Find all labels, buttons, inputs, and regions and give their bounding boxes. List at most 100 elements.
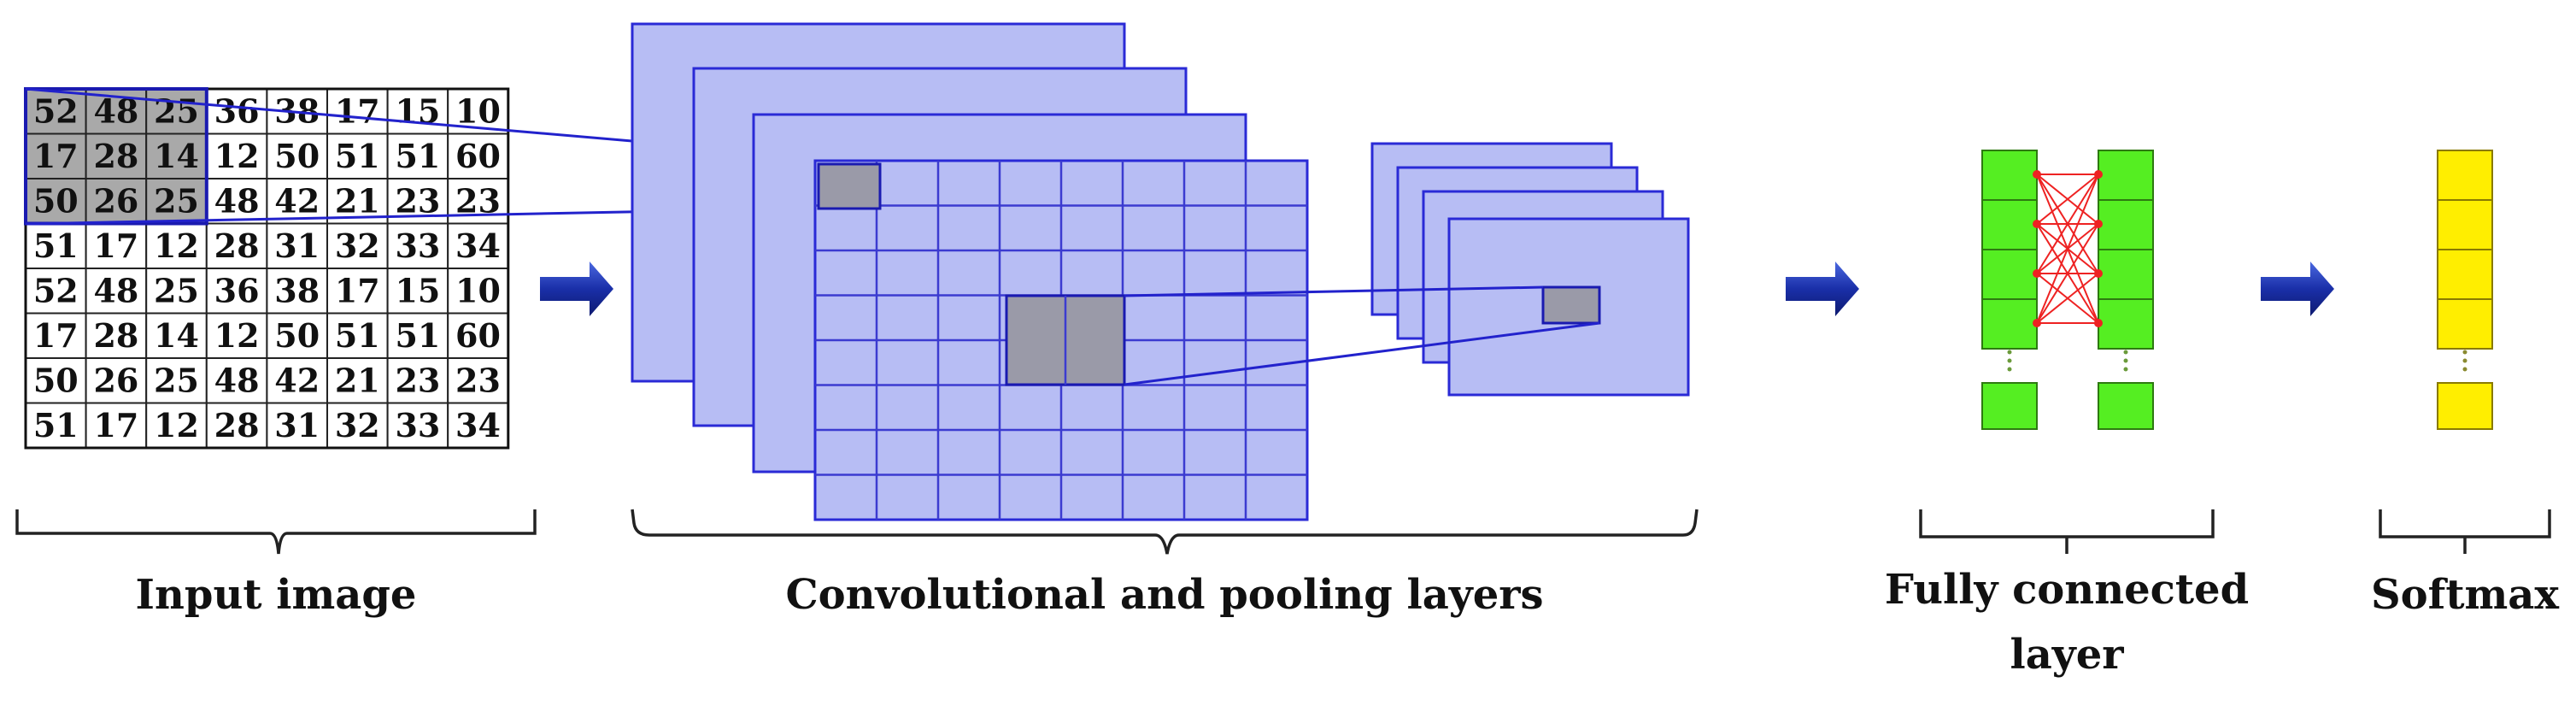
caption-fc-line1: Fully connected (1885, 566, 2249, 614)
input-cell (386, 132, 449, 179)
input-cell (145, 268, 208, 315)
input-cell-value: 12 (214, 137, 260, 175)
input-cell (447, 222, 509, 269)
fc-right-node (2098, 199, 2154, 250)
softmax-layer (2437, 150, 2493, 430)
conv-receptive-cell (817, 162, 882, 210)
input-cell-value: 50 (33, 361, 79, 399)
fc-right-last-node (2098, 382, 2154, 430)
input-cell-value: 34 (455, 406, 501, 444)
input-cell-value: 31 (274, 227, 320, 265)
conv-feature-maps (631, 22, 1309, 521)
arrow-2-icon (1786, 262, 1859, 316)
fc-ellipsis-dots (2007, 350, 2128, 372)
input-cell-value: 21 (335, 181, 380, 220)
input-cell (145, 132, 208, 179)
input-cell-value: 23 (395, 361, 440, 399)
input-cell (266, 178, 328, 225)
input-cell-value: 51 (33, 227, 79, 265)
input-cell (447, 132, 509, 179)
fc-edge (2036, 174, 2099, 225)
input-cell-value: 28 (93, 316, 138, 355)
input-cell-value: 21 (335, 361, 380, 399)
fc-left-node (1981, 249, 2038, 300)
fc-left-node (1981, 298, 2038, 350)
input-cell (266, 268, 328, 315)
input-cell-value: 50 (274, 316, 320, 355)
input-cell-value: 51 (335, 137, 380, 175)
input-cell-value: 17 (33, 316, 79, 355)
input-cell-value: 12 (214, 316, 260, 355)
input-cell-value: 26 (93, 361, 138, 399)
caption-conv-pool: Convolutional and pooling layers (785, 571, 1543, 619)
input-cell-value: 10 (455, 91, 501, 130)
softmax-node (2437, 199, 2493, 250)
fc-left-last-node (1981, 382, 2038, 430)
input-cell-value: 51 (335, 316, 380, 355)
input-cell-value: 60 (455, 137, 501, 175)
input-cell-value: 23 (395, 181, 440, 220)
fc-right-node (2098, 150, 2154, 201)
fc-dot (2094, 220, 2103, 228)
input-cell (205, 357, 268, 404)
input-cell (85, 312, 148, 359)
input-cell (326, 88, 389, 135)
brace-fc (1919, 509, 2215, 554)
input-cell-value: 17 (93, 227, 138, 265)
input-cell (326, 312, 389, 359)
fc-left-node (1981, 199, 2038, 250)
caption-fc-line2: layer (2010, 631, 2124, 679)
input-cell-value: 38 (274, 271, 320, 309)
pooled-feature-maps (1370, 142, 1690, 397)
fc-dot (2094, 269, 2103, 278)
input-cell-value: 33 (395, 227, 440, 265)
input-cell (25, 268, 87, 315)
fc-dot (2033, 170, 2041, 179)
input-cell-value: 48 (214, 361, 260, 399)
input-cell-value: 17 (335, 91, 380, 130)
fc-edge (2036, 223, 2099, 324)
input-cell (447, 402, 509, 449)
input-cell-value: 50 (274, 137, 320, 175)
input-cell-value: 32 (335, 227, 380, 265)
fc-dot (2033, 319, 2041, 327)
softmax-node (2437, 150, 2493, 201)
input-cell (85, 222, 148, 269)
input-cell-value: 34 (455, 227, 501, 265)
input-cell-value: 33 (395, 406, 440, 444)
fc-left-column (1981, 150, 2038, 350)
fc-edge (2036, 174, 2099, 274)
input-cell-value: 25 (154, 181, 199, 220)
input-cell (85, 178, 148, 225)
input-cell-value: 14 (154, 137, 199, 175)
input-cell-value: 15 (395, 271, 440, 309)
caption-input-image: Input image (136, 571, 417, 619)
arrow-1-icon (540, 262, 613, 316)
input-cell-value: 28 (214, 406, 260, 444)
input-cell (145, 402, 208, 449)
brace-conv (631, 509, 1699, 555)
input-cell-value: 25 (154, 91, 199, 130)
input-cell (145, 357, 208, 404)
input-cell-value: 52 (33, 271, 79, 309)
caption-softmax: Softmax (2371, 571, 2559, 619)
input-cell-value: 48 (214, 181, 260, 220)
fc-dot (2094, 319, 2103, 327)
brace-input (15, 509, 537, 555)
input-cell (266, 402, 328, 449)
fc-left-node (1981, 150, 2038, 201)
input-cell (326, 268, 389, 315)
fc-edge (2036, 174, 2099, 324)
softmax-node (2437, 298, 2493, 350)
input-cell (386, 88, 449, 135)
fully-connected-layer (1981, 150, 2154, 430)
arrow-3-icon (2261, 262, 2334, 316)
input-cell-value: 12 (154, 406, 199, 444)
pool-projection (1124, 285, 1600, 386)
input-cell-value: 17 (33, 137, 79, 175)
input-cell-value: 28 (93, 137, 138, 175)
input-patch-outline (24, 87, 208, 226)
input-cell-value: 52 (33, 91, 79, 130)
